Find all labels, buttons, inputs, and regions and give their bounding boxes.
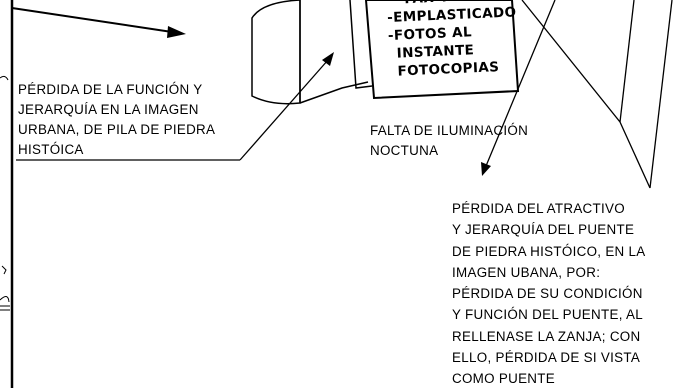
label-line: PÉRDIDA DE LA FUNCIÓN Y (18, 82, 203, 97)
label-line: HISTÓICA (18, 142, 84, 157)
label-atractivo: PÉRDIDA DEL ATRACTIVO Y JERARQUÍA DEL PU… (452, 198, 646, 390)
label-funcion-jerarquia: PÉRDIDA DE LA FUNCIÓN Y JERARQUÍA EN LA … (18, 80, 215, 160)
stone-pillar (251, 0, 301, 105)
label-line: ELLO, PÉRDIDA DE SI VISTA (452, 350, 641, 366)
label-line: URBANA, DE PILA DE PIEDRA (18, 122, 216, 137)
leader-line-atractivo-3 (649, 0, 673, 189)
label-line: NOCTUNA (370, 143, 439, 158)
label-line: PÉRDIDA DEL ATRACTIVO (452, 201, 625, 216)
edge-mark (0, 296, 10, 311)
arrow-line-top (11, 7, 173, 33)
edge-mark (1, 265, 7, 275)
leader-line-atractivo-2 (619, 0, 635, 123)
sign-board-back (349, 0, 373, 89)
label-line: PÉRDIDA DE SU CONDICIÓN (452, 286, 643, 302)
edge-mark (0, 75, 9, 81)
label-line: COMO PUENTE (452, 371, 555, 387)
arrow-head-wall (322, 52, 334, 66)
arrow-head-top (167, 26, 186, 38)
label-line: Y FUNCIÓN DEL PUENTE, AL (452, 307, 643, 323)
label-line: Y JERARQUÍA DEL PUENTE (452, 222, 635, 238)
label-line: IMAGEN UBANA, POR: (452, 264, 601, 280)
label-line: RELLENASE LA ZANJA; CON (452, 328, 641, 344)
label-iluminacion: FALTA DE ILUMINACIÓN NOCTUNA (370, 121, 528, 161)
wall-bottom (299, 81, 369, 104)
arrow-line-wall (239, 59, 329, 161)
sign-text-block: FAX Y TEL. -EMPLASTICADO -FOTOS AL INSTA… (386, 0, 519, 81)
label-line: FALTA DE ILUMINACIÓN (370, 123, 529, 138)
label-line: DE PIEDRA HISTÓICO, EN LA (452, 243, 646, 259)
label-line: JERARQUÍA EN LA IMAGEN (18, 102, 199, 117)
arrow-head-iluminacion (481, 162, 491, 176)
sign-board (364, 0, 520, 100)
